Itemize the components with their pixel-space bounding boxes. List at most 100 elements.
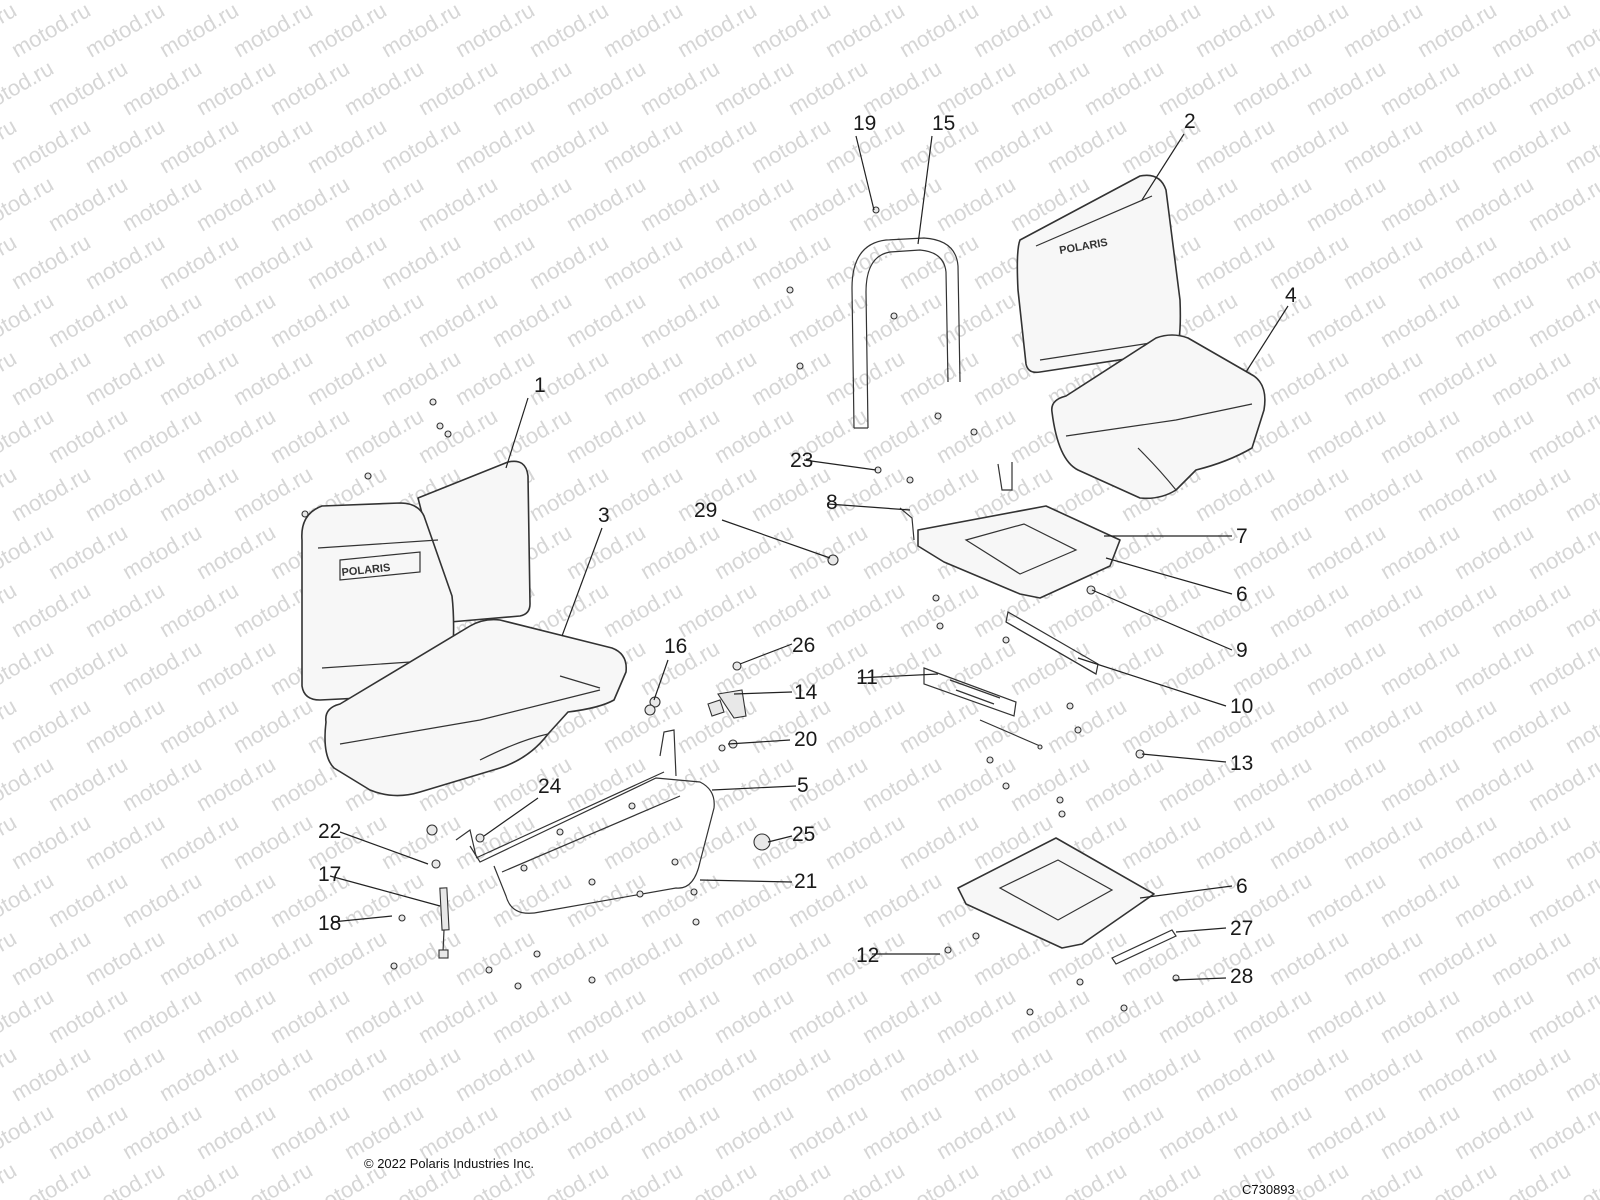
watermark-text: motod.ru — [1487, 577, 1575, 642]
callout-4: 4 — [1285, 284, 1297, 307]
watermark-text: motod.ru — [192, 519, 280, 584]
watermark-text: motod.ru — [1302, 171, 1390, 236]
callout-8: 8 — [826, 491, 838, 514]
watermark-text: motod.ru — [858, 287, 946, 352]
watermark-text: motod.ru — [377, 809, 465, 874]
watermark-text: motod.ru — [1524, 403, 1600, 468]
watermark-text: motod.ru — [414, 55, 502, 120]
watermark-text: motod.ru — [0, 1099, 58, 1164]
watermark-text: motod.ru — [1524, 171, 1600, 236]
watermark-text: motod.ru — [414, 403, 502, 468]
watermark-text: motod.ru — [192, 635, 280, 700]
leader-line — [1175, 927, 1227, 933]
watermark-text: motod.ru — [562, 519, 650, 584]
watermark-text: motod.ru — [377, 1041, 465, 1106]
watermark-text: motod.ru — [599, 577, 687, 642]
watermark-text: motod.ru — [1487, 345, 1575, 410]
watermark-text: motod.ru — [747, 345, 835, 410]
watermark-text: motod.ru — [192, 0, 280, 4]
watermark-text: motod.ru — [1302, 287, 1390, 352]
watermark-text: motod.ru — [1043, 113, 1131, 178]
watermark-text: motod.ru — [1339, 0, 1427, 62]
watermark-text: motod.ru — [1302, 403, 1390, 468]
watermark-text: motod.ru — [1487, 461, 1575, 526]
watermark-text: motod.ru — [118, 519, 206, 584]
watermark-text: motod.ru — [377, 345, 465, 410]
watermark-text: motod.ru — [1154, 519, 1242, 584]
callout-10: 10 — [1230, 695, 1253, 718]
watermark-text: motod.ru — [673, 577, 761, 642]
watermark-text: motod.ru — [1006, 55, 1094, 120]
watermark-text: motod.ru — [44, 519, 132, 584]
watermark-text: motod.ru — [1302, 867, 1390, 932]
watermark-text: motod.ru — [932, 287, 1020, 352]
watermark-text: motod.ru — [1302, 519, 1390, 584]
watermark-text: motod.ru — [451, 113, 539, 178]
watermark-text: motod.ru — [0, 635, 58, 700]
watermark-text: motod.ru — [710, 635, 798, 700]
watermark-text: motod.ru — [673, 0, 761, 62]
watermark-text: motod.ru — [562, 55, 650, 120]
watermark-text: motod.ru — [1487, 113, 1575, 178]
seat-mount-plate-lower — [957, 837, 1155, 949]
watermark-text: motod.ru — [1339, 1041, 1427, 1106]
watermark-text: motod.ru — [1376, 403, 1464, 468]
watermark-text: motod.ru — [562, 751, 650, 816]
watermark-text: motod.ru — [821, 345, 909, 410]
watermark-text: motod.ru — [747, 1041, 835, 1106]
watermark-text: motod.ru — [636, 287, 724, 352]
watermark-text: motod.ru — [1006, 635, 1094, 700]
watermark-text: motod.ru — [118, 55, 206, 120]
watermark-text: motod.ru — [525, 229, 613, 294]
watermark-text: motod.ru — [1339, 113, 1427, 178]
watermark-text: motod.ru — [1265, 113, 1353, 178]
watermark-text: motod.ru — [1450, 171, 1538, 236]
callout-6b: 6 — [1236, 875, 1248, 898]
watermark-text: motod.ru — [1117, 1041, 1205, 1106]
watermark-text: motod.ru — [1191, 461, 1279, 526]
watermark-text: motod.ru — [895, 0, 983, 62]
watermark-text: motod.ru — [562, 403, 650, 468]
leader-line — [803, 459, 877, 471]
leader-line — [727, 739, 791, 745]
watermark-text: motod.ru — [1154, 635, 1242, 700]
watermark-text: motod.ru — [340, 171, 428, 236]
watermark-text: motod.ru — [377, 229, 465, 294]
watermark-text: motod.ru — [414, 171, 502, 236]
watermark-text: motod.ru — [1339, 925, 1427, 990]
watermark-text: motod.ru — [747, 693, 835, 758]
watermark-text: motod.ru — [81, 461, 169, 526]
watermark-text: motod.ru — [784, 287, 872, 352]
watermark-text: motod.ru — [118, 171, 206, 236]
watermark-text: motod.ru — [155, 577, 243, 642]
watermark-text: motod.ru — [7, 925, 95, 990]
watermark-text: motod.ru — [1043, 693, 1131, 758]
watermark-text: motod.ru — [895, 1041, 983, 1106]
watermark-text: motod.ru — [784, 1099, 872, 1164]
watermark-text: motod.ru — [1006, 0, 1094, 4]
watermark-text: motod.ru — [1487, 0, 1575, 62]
bench-seat-cushion — [324, 618, 628, 797]
watermark-text: motod.ru — [488, 55, 576, 120]
seat-mount-plate-upper — [899, 462, 1121, 599]
watermark-text: motod.ru — [1228, 0, 1316, 4]
watermark-text: motod.ru — [229, 113, 317, 178]
callout-7: 7 — [1236, 525, 1248, 548]
watermark-text: motod.ru — [1524, 635, 1600, 700]
callout-2: 2 — [1184, 110, 1196, 133]
watermark-text: motod.ru — [1524, 519, 1600, 584]
watermark-text: motod.ru — [895, 461, 983, 526]
watermark-text: motod.ru — [599, 1041, 687, 1106]
watermark-text: motod.ru — [895, 925, 983, 990]
watermark-text: motod.ru — [1413, 0, 1501, 62]
watermark-text: motod.ru — [1339, 345, 1427, 410]
seat-mount-bracket — [1111, 929, 1177, 965]
watermark-text: motod.ru — [562, 171, 650, 236]
watermark-text: motod.ru — [1154, 0, 1242, 4]
watermark-text: motod.ru — [1524, 983, 1600, 1048]
watermark-text: motod.ru — [636, 983, 724, 1048]
watermark-text: motod.ru — [192, 287, 280, 352]
callout-28: 28 — [1230, 965, 1253, 988]
watermark-text: motod.ru — [192, 867, 280, 932]
